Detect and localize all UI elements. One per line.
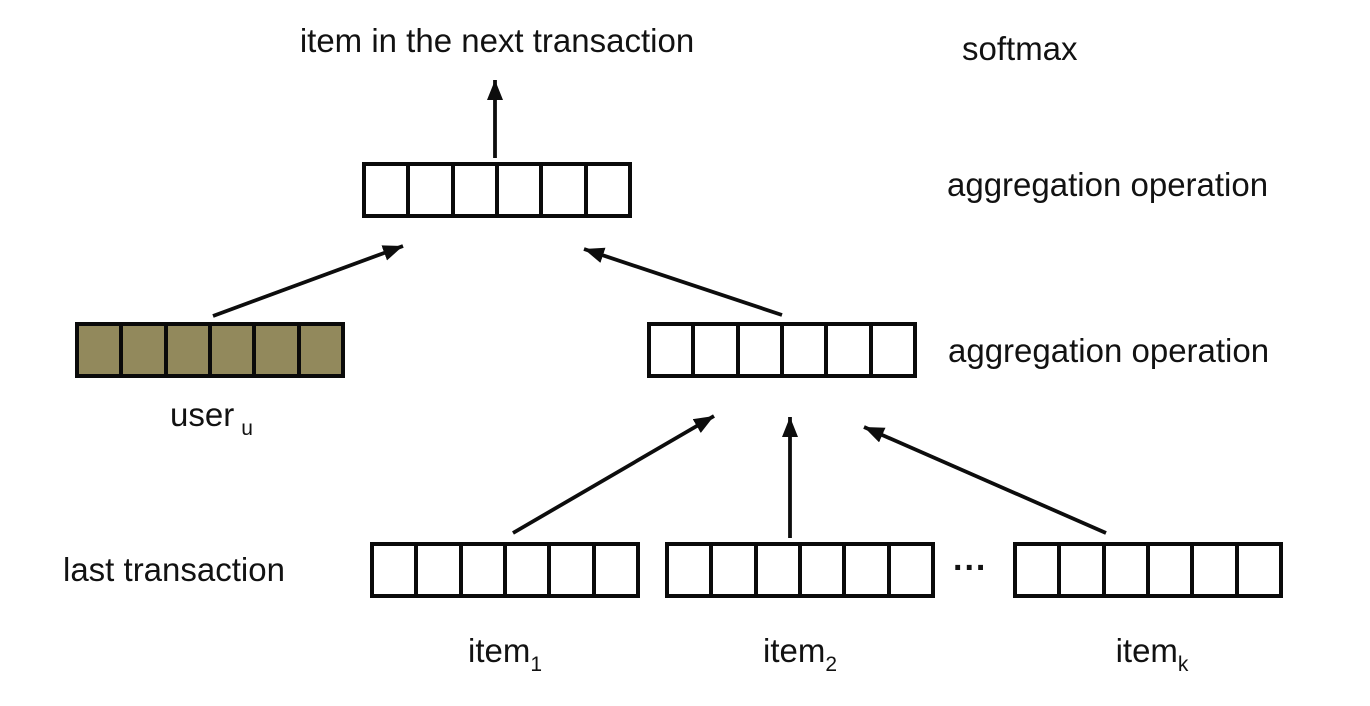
vector-cell xyxy=(507,546,552,594)
vector-cell xyxy=(410,166,455,214)
vector-cell xyxy=(695,326,740,374)
vector-cell xyxy=(846,546,891,594)
aggregation-label-top: aggregation operation xyxy=(947,166,1269,203)
item1-label: item1 xyxy=(468,632,542,684)
arrow-user-to-output xyxy=(212,244,404,318)
vector-cell xyxy=(463,546,507,594)
item2-label: item2 xyxy=(763,632,837,684)
transaction-agg-vector xyxy=(647,322,917,378)
vector-cell xyxy=(1061,546,1106,594)
user-label-base: user xyxy=(170,396,235,433)
vector-cell xyxy=(784,326,829,374)
item1-label-base: item xyxy=(467,632,531,669)
last-transaction-label: last transaction xyxy=(63,551,285,588)
aggregation-label-mid: aggregation operation xyxy=(948,332,1270,369)
user-label-subscript: u xyxy=(241,417,253,440)
vector-cell xyxy=(300,326,341,374)
vector-cell xyxy=(123,326,168,374)
vector-cell xyxy=(802,546,847,594)
softmax-label: softmax xyxy=(962,30,1078,67)
arrow-item1-to-transagg xyxy=(512,414,715,535)
vector-cell xyxy=(740,326,784,374)
vector-cell xyxy=(543,166,588,214)
vector-cell xyxy=(713,546,758,594)
output-title: item in the next transaction xyxy=(299,22,695,59)
vector-cell xyxy=(651,326,696,374)
vector-cell xyxy=(1106,546,1150,594)
itemk-label-base: item xyxy=(1115,632,1178,669)
vector-cell xyxy=(873,326,913,374)
item2-label-subscript: 2 xyxy=(825,653,838,676)
itemk-label: itemk xyxy=(1116,632,1189,684)
vector-cell xyxy=(596,546,636,594)
vector-cell xyxy=(211,326,257,374)
item1-vector xyxy=(370,542,640,598)
item1-label-subscript: 1 xyxy=(530,653,543,676)
ellipsis: ... xyxy=(953,540,988,578)
vector-cell xyxy=(455,166,499,214)
user-vector xyxy=(75,322,345,378)
vector-cell xyxy=(418,546,463,594)
vector-cell xyxy=(758,546,802,594)
vector-cell xyxy=(891,546,931,594)
output-vector xyxy=(362,162,632,218)
vector-cell xyxy=(1017,546,1062,594)
vector-cell xyxy=(1239,546,1279,594)
itemk-label-subscript: k xyxy=(1177,653,1189,676)
vector-cell xyxy=(1194,546,1239,594)
arrow-transagg-to-output xyxy=(583,247,783,317)
vector-cell xyxy=(374,546,419,594)
itemk-vector xyxy=(1013,542,1283,598)
item2-label-base: item xyxy=(762,632,826,669)
vector-cell xyxy=(499,166,544,214)
item2-vector xyxy=(665,542,935,598)
arrow-itemk-to-transagg xyxy=(863,425,1107,535)
vector-cell xyxy=(256,326,301,374)
vector-cell xyxy=(1150,546,1195,594)
vector-cell xyxy=(551,546,596,594)
vector-cell xyxy=(669,546,714,594)
vector-cell xyxy=(366,166,411,214)
vector-cell xyxy=(79,326,124,374)
vector-cell xyxy=(167,326,212,374)
vector-cell xyxy=(828,326,873,374)
vector-cell xyxy=(588,166,628,214)
